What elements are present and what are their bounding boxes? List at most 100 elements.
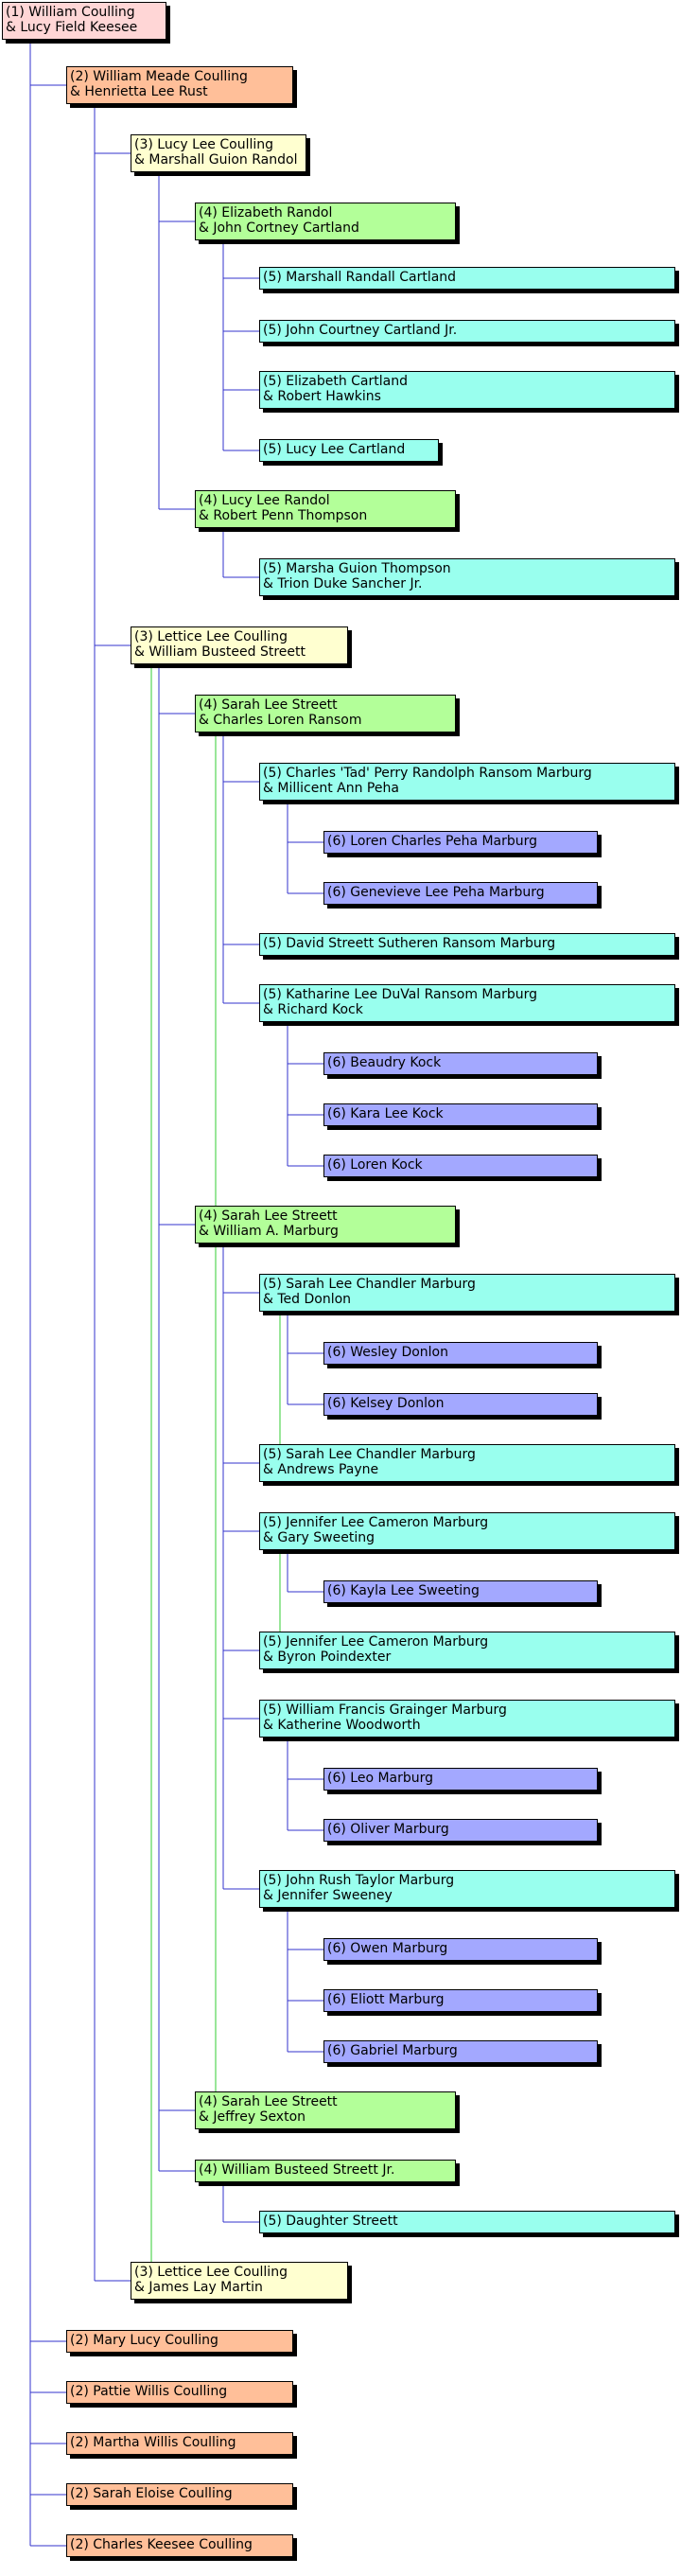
person-node-gen2: (2) Sarah Eloise Coulling xyxy=(66,2483,293,2506)
person-name: (2) Pattie Willis Coulling xyxy=(70,2384,228,2399)
person-node-gen6: (6) Loren Kock xyxy=(323,1155,598,1177)
person-name: (1) William Coulling xyxy=(6,5,135,20)
person-node-gen6: (6) Wesley Donlon xyxy=(323,1342,598,1365)
person-node-gen6: (6) Kelsey Donlon xyxy=(323,1393,598,1416)
spouse-name: & Millicent Ann Peha xyxy=(263,781,399,796)
person-node-gen5: (5) Elizabeth Cartland& Robert Hawkins xyxy=(259,371,675,409)
person-name: (6) Loren Charles Peha Marburg xyxy=(327,834,538,849)
person-node-gen6: (6) Gabriel Marburg xyxy=(323,2040,598,2063)
person-name: (5) Jennifer Lee Cameron Marburg xyxy=(263,1515,489,1530)
person-name: (6) Kayla Lee Sweeting xyxy=(327,1583,480,1598)
person-name: (5) John Rush Taylor Marburg xyxy=(263,1873,455,1888)
person-node-gen1: (1) William Coulling& Lucy Field Keesee xyxy=(2,2,166,40)
person-node-gen2: (2) Mary Lucy Coulling xyxy=(66,2330,293,2353)
person-name: (5) Jennifer Lee Cameron Marburg xyxy=(263,1634,489,1650)
person-name: (5) Lucy Lee Cartland xyxy=(263,442,406,457)
person-name: (6) Eliott Marburg xyxy=(327,1992,445,2007)
person-node-gen5: (5) William Francis Grainger Marburg& Ka… xyxy=(259,1700,675,1738)
person-name: (6) Wesley Donlon xyxy=(327,1345,448,1360)
person-node-gen2: (2) William Meade Coulling& Henrietta Le… xyxy=(66,66,293,104)
person-node-gen5: (5) David Streett Sutheren Ransom Marbur… xyxy=(259,933,675,956)
spouse-name: & Trion Duke Sancher Jr. xyxy=(263,576,423,591)
person-node-gen5: (5) Jennifer Lee Cameron Marburg& Gary S… xyxy=(259,1512,675,1550)
person-node-gen5: (5) Marshall Randall Cartland xyxy=(259,267,675,290)
spouse-name: & Marshall Guion Randol xyxy=(134,152,298,168)
person-name: (6) Kelsey Donlon xyxy=(327,1396,445,1411)
person-name: (2) Sarah Eloise Coulling xyxy=(70,2486,233,2501)
spouse-name: & John Cortney Cartland xyxy=(199,221,359,236)
person-node-gen5: (5) Daughter Streett xyxy=(259,2211,675,2233)
person-name: (5) Daughter Streett xyxy=(263,2214,398,2229)
person-name: (4) William Busteed Streett Jr. xyxy=(199,2162,395,2178)
spouse-name: & Charles Loren Ransom xyxy=(199,713,362,728)
person-name: (6) Kara Lee Kock xyxy=(327,1106,444,1121)
person-node-gen5: (5) Charles 'Tad' Perry Randolph Ransom … xyxy=(259,763,675,801)
spouse-name: & Andrews Payne xyxy=(263,1462,379,1477)
person-name: (6) Beaudry Kock xyxy=(327,1055,442,1070)
person-name: (6) Owen Marburg xyxy=(327,1941,448,1956)
person-node-gen2: (2) Charles Keesee Coulling xyxy=(66,2534,293,2557)
spouse-name: & Jeffrey Sexton xyxy=(199,2109,306,2125)
person-node-gen4: (4) Elizabeth Randol& John Cortney Cartl… xyxy=(195,203,456,240)
spouse-name: & Lucy Field Keesee xyxy=(6,20,138,35)
person-node-gen3: (3) Lettice Lee Coulling& William Bustee… xyxy=(131,626,348,664)
spouse-name: & James Lay Martin xyxy=(134,2280,263,2295)
spouse-name: & Henrietta Lee Rust xyxy=(70,84,208,99)
person-node-gen5: (5) John Rush Taylor Marburg& Jennifer S… xyxy=(259,1870,675,1908)
person-name: (6) Genevieve Lee Peha Marburg xyxy=(327,885,545,900)
person-node-gen5: (5) Lucy Lee Cartland xyxy=(259,439,439,462)
person-name: (6) Leo Marburg xyxy=(327,1771,434,1786)
person-node-gen6: (6) Leo Marburg xyxy=(323,1768,598,1791)
person-node-gen6: (6) Beaudry Kock xyxy=(323,1052,598,1075)
person-name: (2) Martha Willis Coulling xyxy=(70,2435,236,2450)
spouse-name: & Ted Donlon xyxy=(263,1292,352,1307)
spouse-name: & Katherine Woodworth xyxy=(263,1718,421,1733)
person-node-gen6: (6) Loren Charles Peha Marburg xyxy=(323,831,598,854)
person-name: (5) Sarah Lee Chandler Marburg xyxy=(263,1447,476,1462)
person-node-gen6: (6) Eliott Marburg xyxy=(323,1989,598,2012)
person-node-gen6: (6) Genevieve Lee Peha Marburg xyxy=(323,882,598,905)
person-node-gen5: (5) Jennifer Lee Cameron Marburg& Byron … xyxy=(259,1632,675,1669)
person-name: (5) Charles 'Tad' Perry Randolph Ransom … xyxy=(263,766,592,781)
person-node-gen6: (6) Kara Lee Kock xyxy=(323,1103,598,1126)
person-name: (5) John Courtney Cartland Jr. xyxy=(263,323,458,338)
person-node-gen4: (4) William Busteed Streett Jr. xyxy=(195,2160,456,2182)
person-name: (5) Marsha Guion Thompson xyxy=(263,561,451,576)
person-node-gen4: (4) Sarah Lee Streett& Jeffrey Sexton xyxy=(195,2091,456,2129)
person-node-gen2: (2) Martha Willis Coulling xyxy=(66,2432,293,2455)
person-name: (5) David Streett Sutheren Ransom Marbur… xyxy=(263,936,556,951)
person-name: (2) William Meade Coulling xyxy=(70,69,248,84)
spouse-name: & Richard Kock xyxy=(263,1002,363,1017)
person-node-gen6: (6) Oliver Marburg xyxy=(323,1819,598,1842)
person-name: (5) Marshall Randall Cartland xyxy=(263,270,457,285)
person-name: (2) Mary Lucy Coulling xyxy=(70,2333,218,2348)
person-node-gen5: (5) Sarah Lee Chandler Marburg& Andrews … xyxy=(259,1444,675,1482)
person-name: (4) Sarah Lee Streett xyxy=(199,697,338,713)
person-name: (3) Lettice Lee Coulling xyxy=(134,629,288,644)
person-node-gen6: (6) Kayla Lee Sweeting xyxy=(323,1580,598,1603)
spouse-name: & Gary Sweeting xyxy=(263,1530,375,1545)
spouse-name: & Robert Penn Thompson xyxy=(199,508,368,523)
person-name: (6) Loren Kock xyxy=(327,1157,423,1173)
person-name: (4) Lucy Lee Randol xyxy=(199,493,330,508)
person-name: (5) Sarah Lee Chandler Marburg xyxy=(263,1277,476,1292)
person-name: (5) William Francis Grainger Marburg xyxy=(263,1703,507,1718)
person-name: (5) Elizabeth Cartland xyxy=(263,374,408,389)
spouse-name: & William Busteed Streett xyxy=(134,644,306,660)
person-name: (5) Katharine Lee DuVal Ransom Marburg xyxy=(263,987,538,1002)
person-name: (3) Lucy Lee Coulling xyxy=(134,137,274,152)
person-name: (4) Elizabeth Randol xyxy=(199,205,333,221)
person-node-gen4: (4) Sarah Lee Streett& William A. Marbur… xyxy=(195,1206,456,1244)
person-name: (6) Gabriel Marburg xyxy=(327,2043,458,2058)
person-name: (3) Lettice Lee Coulling xyxy=(134,2265,288,2280)
spouse-name: & Byron Poindexter xyxy=(263,1650,392,1665)
spouse-name: & Robert Hawkins xyxy=(263,389,381,404)
person-name: (4) Sarah Lee Streett xyxy=(199,2094,338,2109)
person-node-gen3: (3) Lettice Lee Coulling& James Lay Mart… xyxy=(131,2262,348,2300)
spouse-name: & Jennifer Sweeney xyxy=(263,1888,393,1903)
person-node-gen3: (3) Lucy Lee Coulling& Marshall Guion Ra… xyxy=(131,134,306,172)
person-name: (6) Oliver Marburg xyxy=(327,1822,449,1837)
person-node-gen6: (6) Owen Marburg xyxy=(323,1938,598,1961)
